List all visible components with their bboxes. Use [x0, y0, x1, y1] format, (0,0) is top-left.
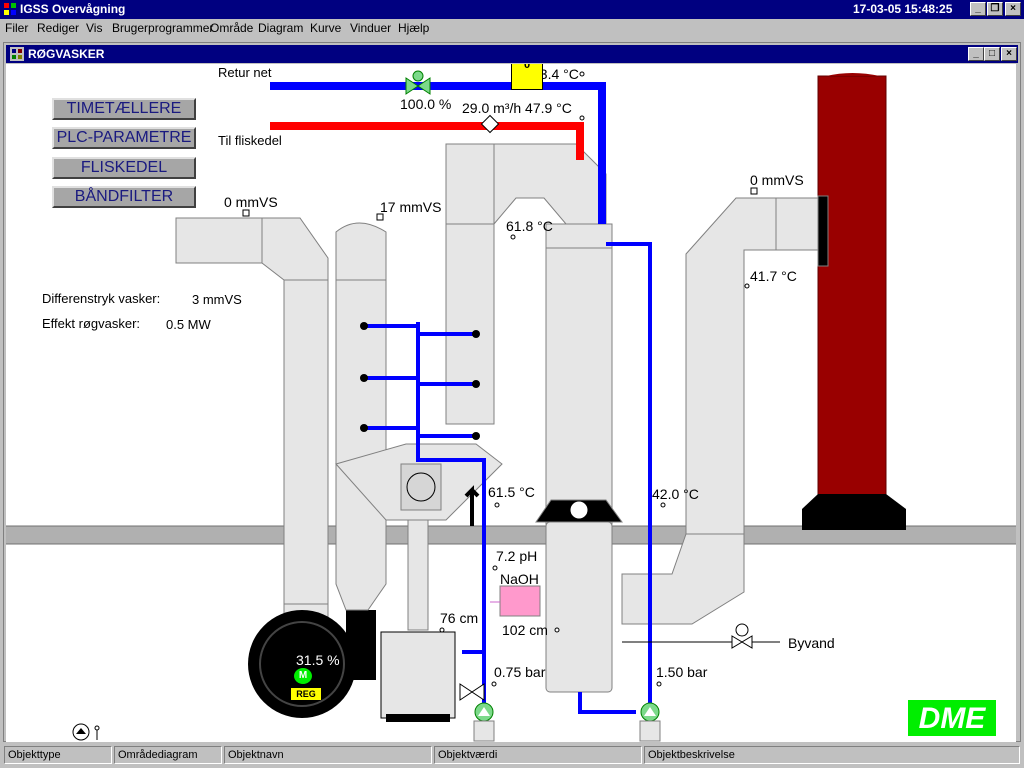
pump-right-icon[interactable]	[639, 702, 661, 742]
status-objektvaerdi: Objektværdi	[434, 746, 642, 764]
menu-filer[interactable]: Filer	[5, 21, 29, 35]
diff-value: 3 mmVS	[192, 292, 242, 307]
dme-logo: DME	[908, 700, 996, 736]
tower-temp: 61.8 °C	[506, 218, 553, 234]
child-maximize-icon[interactable]: □	[984, 47, 1000, 61]
menu-brugerprogrammer[interactable]: Brugerprogrammer	[112, 21, 214, 35]
bypass-valve-icon[interactable]	[459, 683, 485, 701]
minimize-icon[interactable]: _	[970, 2, 986, 16]
baandfilter-button[interactable]: BÅNDFILTER	[52, 186, 196, 208]
naoh-tank[interactable]	[499, 585, 541, 617]
app-titlebar: IGSS Overvågning 17-03-05 15:48:25 _ ❐ ×	[0, 0, 1024, 19]
fan-reg-badge[interactable]: REG	[291, 688, 321, 700]
plc-parametre-button[interactable]: PLC-PARAMETRE	[52, 127, 196, 149]
child-close-icon[interactable]: ×	[1001, 47, 1017, 61]
menu-kurve[interactable]: Kurve	[310, 21, 342, 35]
pump-right-pressure: 1.50 bar	[656, 664, 708, 680]
spray-water-lines	[364, 242, 652, 714]
menu-diagram[interactable]: Diagram	[258, 21, 304, 35]
spray-nozzles	[360, 322, 480, 440]
timetaellere-button[interactable]: TIMETÆLLERE	[52, 98, 196, 120]
status-omraadediagram: Områdediagram	[114, 746, 222, 764]
menu-omraade[interactable]: Område	[210, 21, 254, 35]
scrubber-tower-2	[335, 143, 607, 631]
svg-text:DME: DME	[919, 702, 987, 735]
menu-vinduer[interactable]: Vinduer	[350, 21, 392, 35]
statusbar: Objekttype Områdediagram Objektnavn Obje…	[0, 744, 1024, 768]
status-objekttype: Objekttype	[4, 746, 112, 764]
window-title: RØGVASKER	[28, 47, 105, 61]
washer-column	[535, 223, 623, 693]
process-diagram: DME TIMETÆLLERE PLC-PARAMETRE FLISKEDEL …	[6, 64, 1016, 742]
til-fliskedel-label: Til fliskedel	[218, 133, 282, 148]
flow-meter-icon	[480, 114, 500, 134]
child-minimize-icon[interactable]: _	[968, 47, 984, 61]
fan	[248, 610, 376, 718]
level-right: 102 cm	[502, 622, 548, 638]
flow-temp: 29.0 m³/h 47.9 °C	[462, 100, 572, 116]
valve-percent: 100.0 %	[400, 96, 452, 112]
menubar: Filer Rediger Vis Brugerprogrammer Områd…	[0, 19, 1024, 39]
washer-temp: 42.0 °C	[652, 486, 699, 502]
stack-pressure: 0 mmVS	[750, 172, 804, 188]
return-pipe	[270, 82, 606, 224]
sensor-markers	[242, 71, 758, 687]
menu-rediger[interactable]: Rediger	[37, 21, 80, 35]
process-graphics: DME	[6, 70, 1016, 742]
flow-arrow-icon	[464, 485, 480, 526]
chimney-base	[802, 494, 906, 530]
clock: 17-03-05 15:48:25	[853, 2, 953, 16]
stack-temp: 41.7 °C	[750, 268, 797, 284]
inlet-pressure: 0 mmVS	[224, 194, 278, 210]
status-objektnavn: Objektnavn	[224, 746, 432, 764]
pump-left-icon[interactable]	[473, 702, 495, 742]
status-objektbeskrivelse: Objektbeskrivelse	[644, 746, 1020, 764]
return-temp: 43.4 °C	[532, 66, 579, 82]
restore-icon[interactable]: ❐	[987, 2, 1003, 16]
floor-band	[6, 526, 1016, 544]
menu-vis[interactable]: Vis	[86, 21, 103, 35]
igss-app-icon	[4, 3, 16, 15]
hot-pipe	[270, 122, 584, 160]
chimney-stack	[817, 75, 887, 497]
app-title: IGSS Overvågning	[20, 2, 126, 16]
ph-value: 7.2 pH	[496, 548, 538, 564]
level-left: 76 cm	[440, 610, 479, 626]
close-icon[interactable]: ×	[1005, 2, 1021, 16]
scrubber-tower-1	[335, 222, 387, 611]
fliskedel-button[interactable]: FLISKEDEL	[52, 157, 196, 179]
effekt-label: Effekt røgvasker:	[42, 316, 141, 331]
effekt-value: 0.5 MW	[166, 317, 211, 332]
pump-left-pressure: 0.75 bar	[494, 664, 546, 680]
buffer-tank	[380, 631, 456, 722]
retur-net-label: Retur net	[218, 65, 272, 80]
outlet-duct	[621, 195, 829, 625]
naoh-label: NaOH	[500, 571, 539, 587]
fan-speed: 31.5 %	[296, 652, 340, 668]
alarm-horn-icon[interactable]	[72, 723, 100, 741]
status-indicator[interactable]: 0	[511, 64, 543, 90]
byvand-valve-icon[interactable]	[731, 623, 753, 649]
diagram-icon	[10, 47, 24, 61]
child-titlebar: RØGVASKER _ □ ×	[6, 45, 1018, 63]
valve-icon[interactable]	[405, 70, 431, 95]
tower1-pressure: 17 mmVS	[380, 199, 442, 215]
fan-motor-icon[interactable]: M	[294, 668, 312, 684]
diff-label: Differenstryk vasker:	[42, 291, 161, 306]
byvand-label: Byvand	[788, 635, 835, 651]
inlet-duct	[175, 217, 329, 625]
bottom-temp: 61.5 °C	[488, 484, 535, 500]
menu-hjaelp[interactable]: Hjælp	[398, 21, 430, 35]
